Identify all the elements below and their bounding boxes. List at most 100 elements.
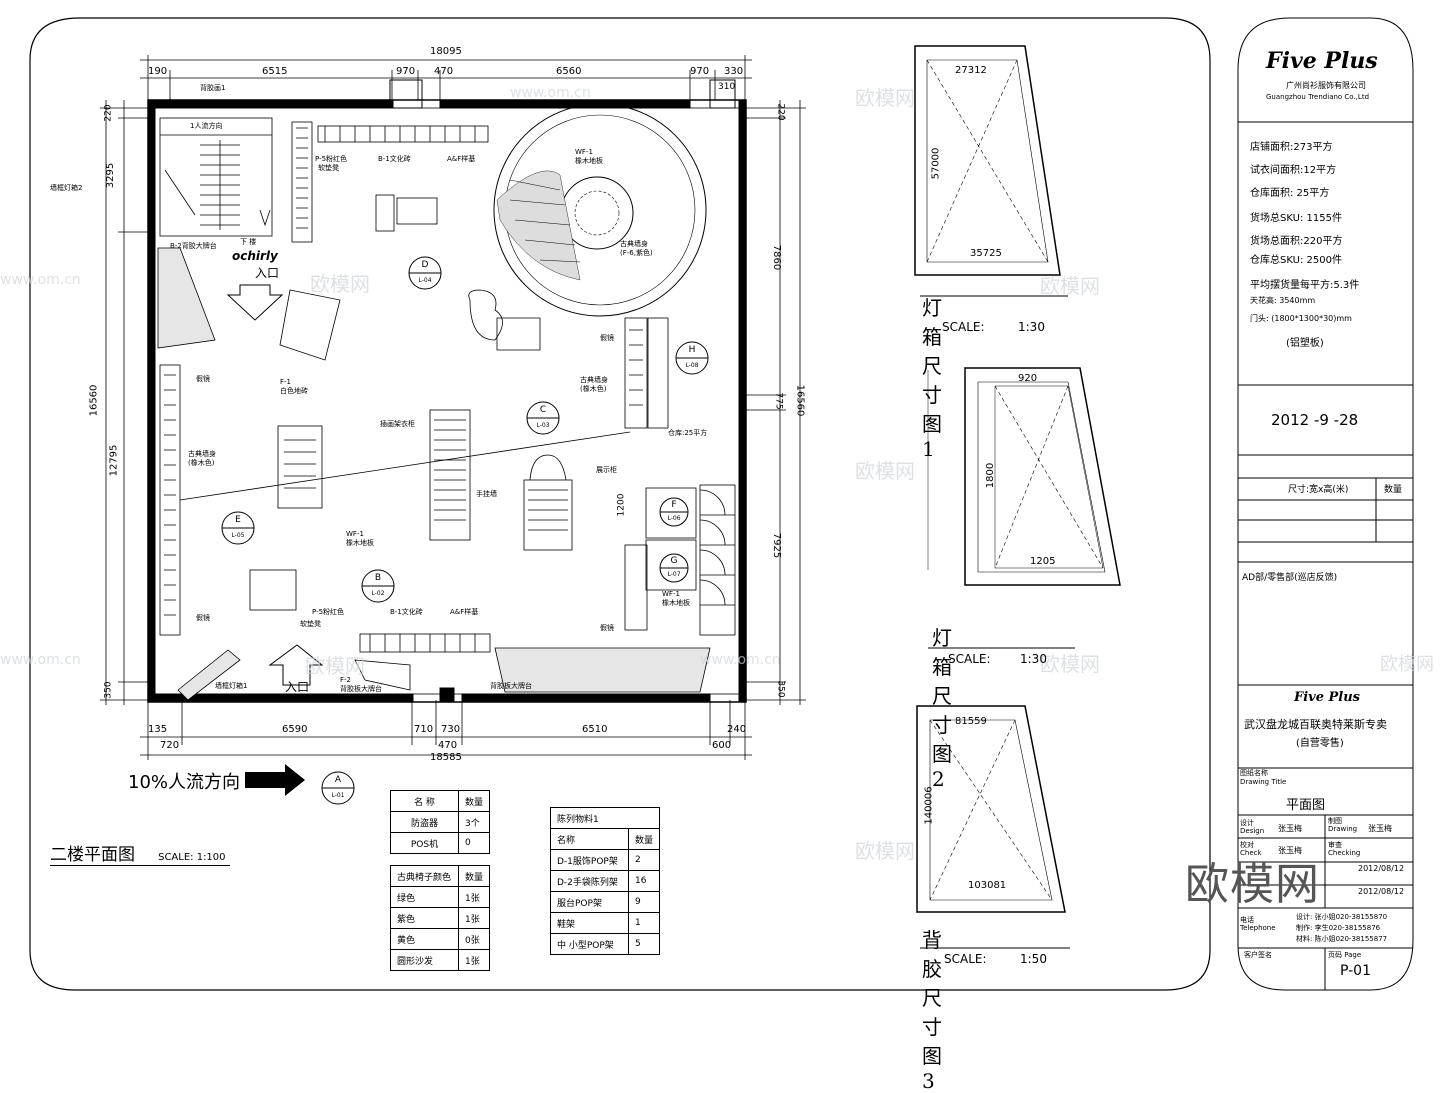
stat-line: 仓库总SKU: 2500件 <box>1250 255 1342 266</box>
table-header: 数量 <box>457 865 491 887</box>
stat-line: 货场总SKU: 1155件 <box>1250 213 1342 224</box>
tel-line: 制作: 李生020-38155876 <box>1296 924 1381 932</box>
marker-a <box>321 771 355 805</box>
watermark: 欧模网 <box>855 86 915 110</box>
label: 假镜 <box>196 614 210 622</box>
marker-d <box>408 256 442 290</box>
watermark: 欧模网 <box>855 459 915 483</box>
label: 墙框灯箱2 <box>50 184 83 192</box>
d2-width-top: 920 <box>1018 373 1038 384</box>
label: 假镜 <box>600 334 614 342</box>
date-2: 2012/08/12 <box>1358 887 1405 896</box>
marker-a-code: L-01 <box>331 792 345 799</box>
marker-b <box>361 569 395 603</box>
table-title: 陈列物料1 <box>549 807 661 829</box>
plan-title-text: 二楼平面图 <box>50 845 135 865</box>
watermark-site: www.om.cn <box>700 652 781 668</box>
d2-scale: SCALE: <box>948 652 991 666</box>
stat-line: 仓库面积: 25平方 <box>1250 188 1330 199</box>
dim-top-total: 18095 <box>430 46 462 57</box>
dim-left-part: 350 <box>103 681 114 699</box>
label: 手挂墙 <box>476 490 497 498</box>
label: 1人流方向 <box>190 122 223 130</box>
dim-right-part: 7925 <box>771 532 783 559</box>
d1-width-bottom: 35725 <box>970 248 1002 259</box>
flow-arrow-icon <box>245 764 305 796</box>
title-block-frame <box>1237 17 1414 991</box>
tel-line: 材料: 陈小姐020-38155877 <box>1296 935 1388 943</box>
watermark: 欧模网 <box>1040 652 1100 676</box>
label: F-2 背胶板大牌台 <box>340 676 382 693</box>
stat-line: 天花高: 3540mm <box>1250 296 1316 305</box>
watermark: 欧模网 <box>855 839 915 863</box>
design-cn: 设计 <box>1240 819 1254 827</box>
label: 古典墙身 (F-6,紫色) <box>620 240 653 257</box>
watermark-site: www.om.cn <box>510 85 591 101</box>
stat-line: 店铺面积:273平方 <box>1250 142 1333 153</box>
draw-cn: 制图 <box>1328 817 1342 825</box>
brand-sign: ochirly <box>232 249 278 263</box>
dim-top-part: 6515 <box>262 66 288 77</box>
tel-en: Telephone <box>1240 924 1276 932</box>
stat-line: 试衣间面积:12平方 <box>1250 165 1337 176</box>
label: P-5粉红色 <box>312 608 345 616</box>
dim-right-part: 220 <box>775 103 786 121</box>
staircase <box>159 117 273 237</box>
stat-line: 平均摆货量每平方:5.3件 <box>1250 280 1360 291</box>
watermark: 欧模网 <box>1380 654 1434 675</box>
label: 古典墙身 (橡木色) <box>188 450 216 467</box>
title-block: Five Plus 广州尚衫服饰有限公司 Guangzhou Trendiano… <box>1238 18 1413 990</box>
dim-right-part: 350 <box>775 680 786 698</box>
dim-top-part: 970 <box>396 66 416 77</box>
round-display-area <box>493 103 707 317</box>
label: 古典墙身 (橡木色) <box>580 376 608 393</box>
watermark-site: www.om.cn <box>0 652 81 668</box>
dim-left-part: 220 <box>103 104 114 122</box>
plan-title: 二楼平面图 SCALE: 1:100 <box>50 840 230 866</box>
design-en: Design <box>1240 827 1265 835</box>
marker-g-code: L-07 <box>667 571 681 578</box>
label: 展示柜 <box>596 466 617 474</box>
d2-width-bottom: 1205 <box>1030 556 1056 567</box>
brand-logo-2: Five Plus <box>1294 690 1361 705</box>
plan-labels: 背胶画1 1人流方向 下 楼 墙框灯箱2 B-2背胶大牌台 P-5粉红色 软垫凳… <box>0 0 707 693</box>
dim-bottom-part: 710 <box>414 724 434 735</box>
marker-e-code: L-05 <box>231 532 245 539</box>
dim-right-total: 16560 <box>794 384 806 417</box>
tel-cn: 电话 <box>1240 916 1254 924</box>
client-signature-label: 客户签名 <box>1244 951 1272 959</box>
floor-plan-sheet <box>29 17 1414 991</box>
check-en: Check <box>1240 849 1262 857</box>
drawing-title-en: Drawing Title <box>1240 778 1287 786</box>
dim-left-part: 12795 <box>108 444 120 477</box>
dim-left-total: 16560 <box>88 384 100 417</box>
dim-bottom-part: 135 <box>148 724 168 735</box>
marker-c-code: L-03 <box>536 422 550 429</box>
page-label: 页码 Page <box>1328 951 1362 959</box>
label: WF-1 橡木地板 <box>346 530 374 547</box>
marker-f-code: L-06 <box>667 515 681 522</box>
label: 背胶板大牌台 <box>490 682 532 690</box>
dim-bottom-total: 18585 <box>430 752 462 763</box>
fixtures <box>159 121 669 653</box>
table-header: 名 称 <box>390 790 459 812</box>
dim-bottom-part: 6510 <box>582 724 608 735</box>
entrance-arrows <box>226 284 324 686</box>
marker-c <box>526 401 560 435</box>
d2-ratio: 1:30 <box>1020 652 1047 666</box>
drawing-name: 平面图 <box>1286 798 1326 813</box>
stat-line: 门头: (1800*1300*30)mm <box>1250 314 1352 323</box>
plan-scale: SCALE: 1:100 <box>158 852 226 863</box>
detail-drawings <box>914 45 1121 949</box>
label: 软垫凳 <box>318 164 339 172</box>
label: F-1 白色地砖 <box>280 378 308 395</box>
